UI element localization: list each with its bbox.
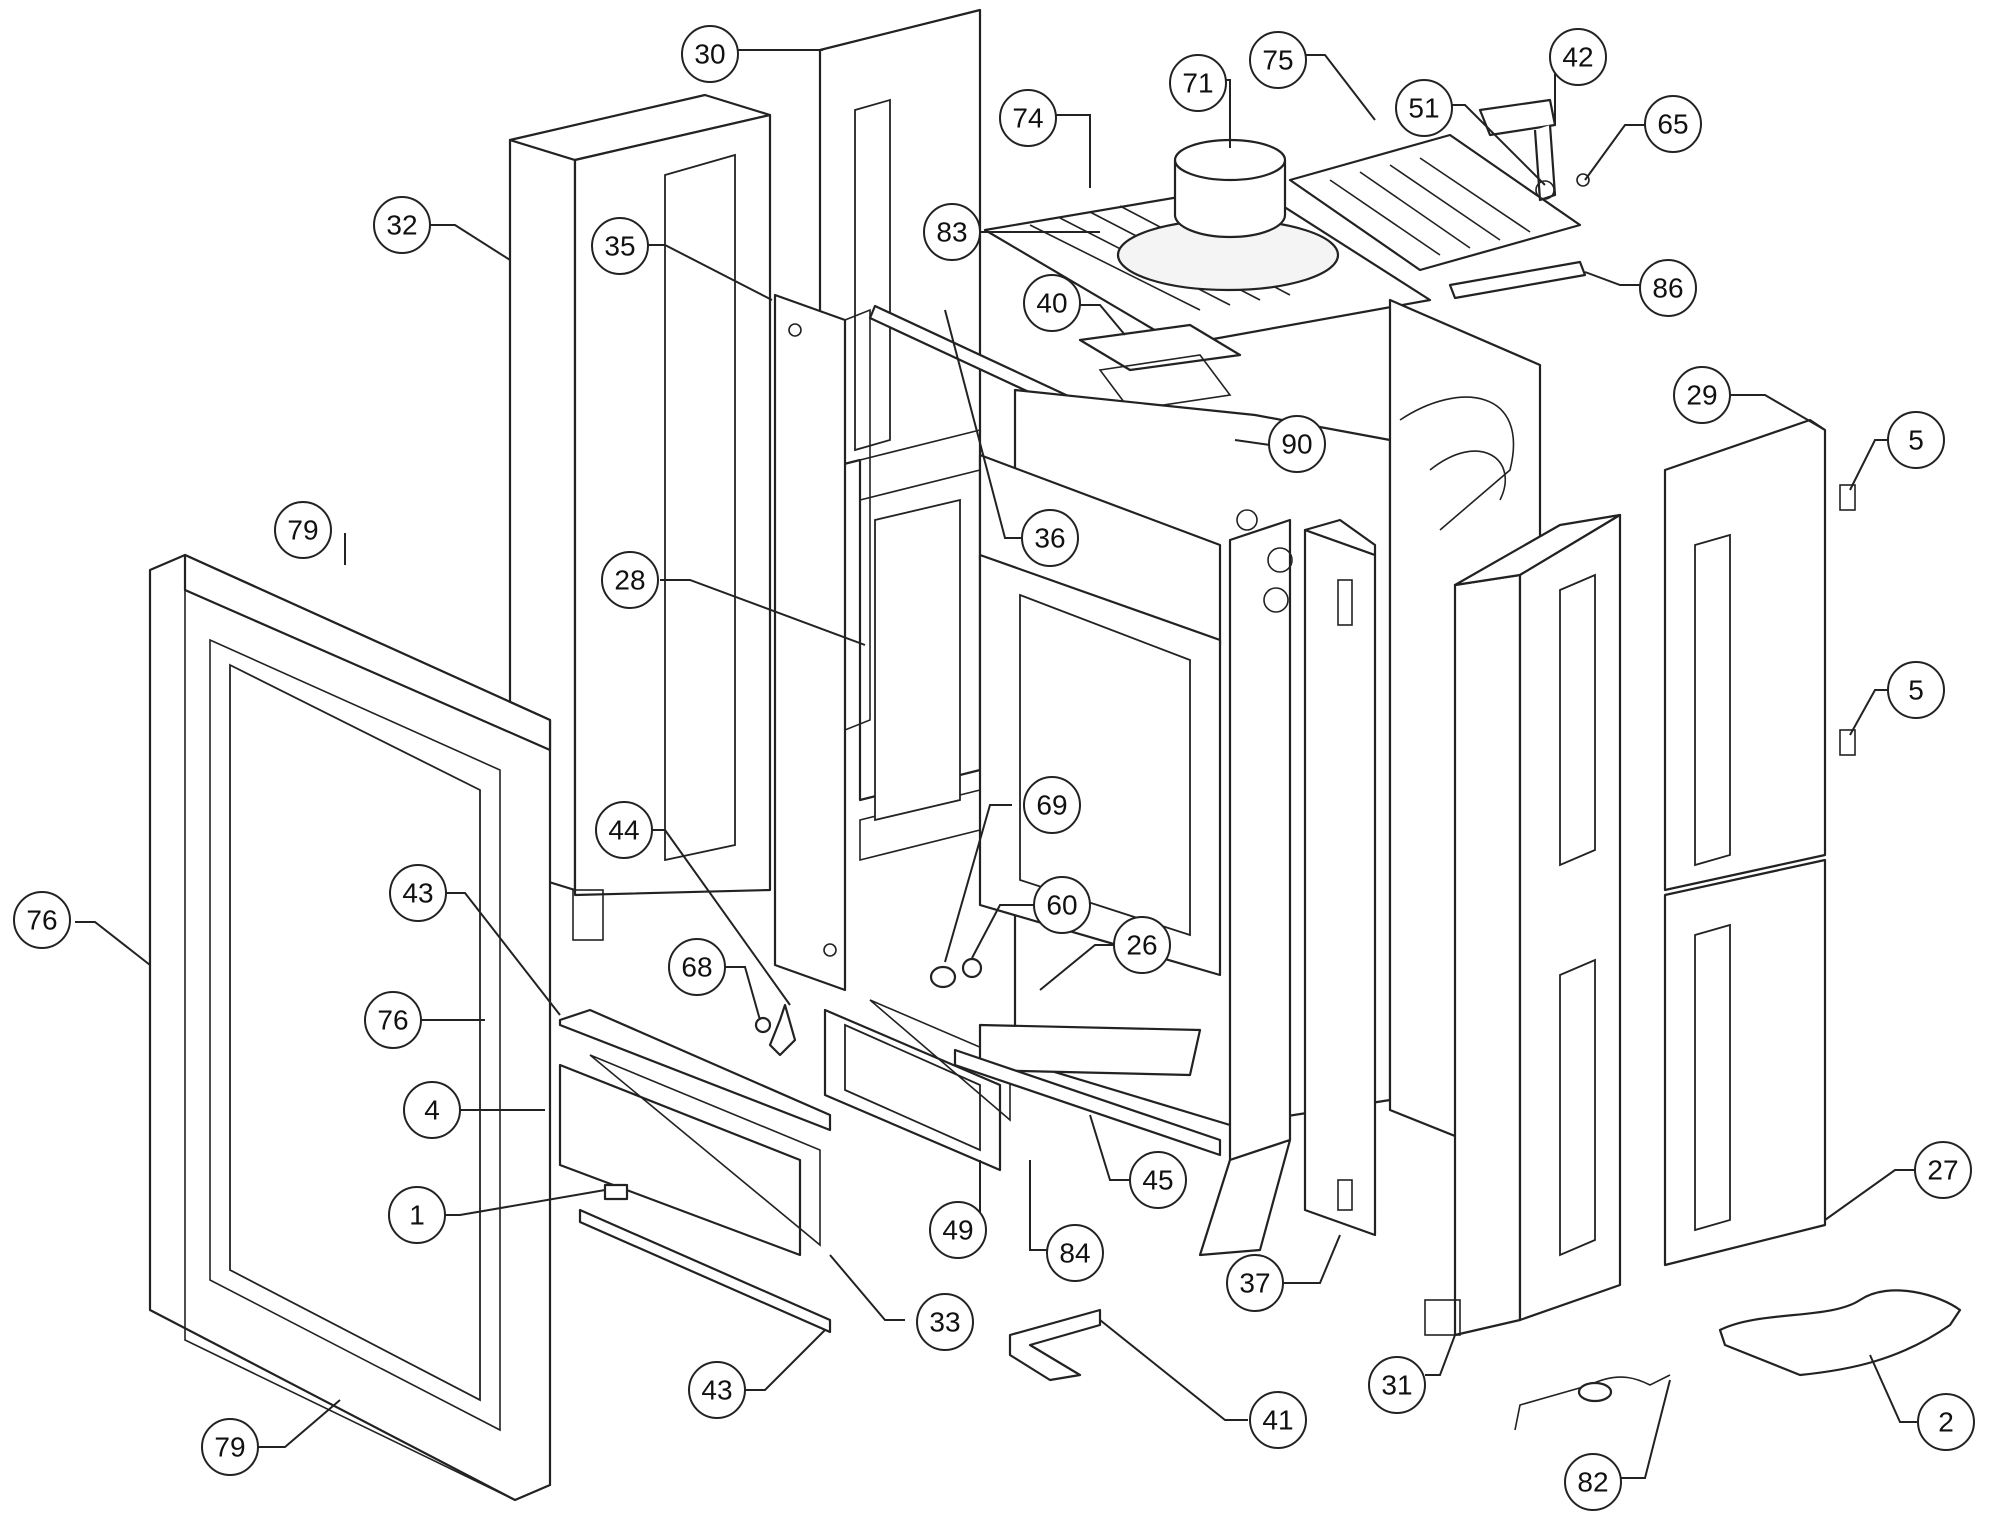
callout-label: 41 [1262,1405,1293,1436]
callout-label: 28 [614,565,645,596]
callout-label: 43 [402,878,433,909]
callout-36: 36 [1021,509,1079,567]
callout-69: 69 [1023,776,1081,834]
callout-label: 35 [604,231,635,262]
callout-33: 33 [916,1293,974,1351]
callout-label: 33 [929,1307,960,1338]
callout-label: 68 [681,952,712,983]
spring-tool [1514,1374,1671,1431]
callout-26: 26 [1113,916,1171,974]
callout-label: 5 [1908,675,1924,706]
callout-label: 45 [1142,1165,1173,1196]
callout-79-upper: 79 [274,501,332,559]
top-grille-assembly [983,98,1590,347]
callout-label: 32 [386,210,417,241]
callout-label: 30 [694,39,725,70]
callout-label: 60 [1046,890,1077,921]
callout-49: 49 [929,1201,987,1259]
callout-76-left: 76 [13,891,71,949]
callout-43-lower: 43 [688,1361,746,1419]
callout-51: 51 [1395,79,1453,137]
callout-29: 29 [1673,366,1731,424]
callout-4: 4 [403,1081,461,1139]
callout-2: 2 [1917,1393,1975,1451]
callout-60: 60 [1033,876,1091,934]
cover-cushion [1718,1289,1962,1377]
callout-label: 26 [1126,930,1157,961]
callout-74: 74 [999,89,1057,147]
callouts: 30 71 75 42 74 51 65 32 35 83 86 40 29 9… [13,25,1975,1511]
callout-label: 36 [1034,523,1065,554]
callout-86: 86 [1639,259,1697,317]
right-side-panel [1424,513,1622,1337]
callout-32: 32 [373,196,431,254]
callout-label: 79 [214,1432,245,1463]
callout-label: 76 [26,905,57,936]
stove-body [978,388,1392,1257]
callout-45: 45 [1129,1151,1187,1209]
side-inner-panel [773,293,871,992]
callout-31: 31 [1368,1356,1426,1414]
callout-label: 71 [1182,68,1213,99]
callout-label: 83 [936,217,967,248]
callout-label: 65 [1657,109,1688,140]
narrow-upright [1303,518,1377,1237]
callout-83: 83 [923,203,981,261]
callout-90: 90 [1268,415,1326,473]
callout-44: 44 [595,801,653,859]
callout-65: 65 [1644,95,1702,153]
callout-label: 27 [1927,1155,1958,1186]
callout-label: 74 [1012,103,1043,134]
callout-label: 86 [1652,273,1683,304]
callout-40: 40 [1023,274,1081,332]
front-door-frame [148,553,552,1502]
callout-42: 42 [1549,28,1607,86]
ash-drawer [823,999,1222,1172]
callout-label: 43 [701,1375,732,1406]
callout-label: 69 [1036,790,1067,821]
callout-label: 51 [1408,93,1439,124]
callout-82: 82 [1564,1453,1622,1511]
callout-label: 49 [942,1215,973,1246]
callout-label: 76 [377,1005,408,1036]
callout-label: 82 [1577,1467,1608,1498]
callout-5-lower: 5 [1887,661,1945,719]
callout-label: 42 [1562,42,1593,73]
callout-35: 35 [591,217,649,275]
callout-79-lower: 79 [201,1418,259,1476]
right-back-panels [1663,418,1856,1267]
callout-28: 28 [601,551,659,609]
callout-label: 5 [1908,425,1924,456]
ashpan-front-assembly [558,1008,832,1334]
callout-27: 27 [1914,1141,1972,1199]
callout-label: 44 [608,815,639,846]
callout-label: 4 [424,1095,440,1126]
callout-30: 30 [681,25,739,83]
callout-68: 68 [668,938,726,996]
callout-84: 84 [1046,1224,1104,1282]
callout-71: 71 [1169,54,1227,112]
callout-label: 29 [1686,380,1717,411]
callout-label: 84 [1059,1238,1090,1269]
callout-75: 75 [1249,31,1307,89]
callout-label: 1 [409,1200,425,1231]
callout-label: 31 [1381,1370,1412,1401]
callout-1: 1 [388,1186,446,1244]
left-side-panel [508,93,772,941]
callout-label: 90 [1281,429,1312,460]
callout-label: 37 [1239,1268,1270,1299]
callout-43-upper: 43 [389,864,447,922]
callout-label: 2 [1938,1407,1954,1438]
callout-label: 75 [1262,45,1293,76]
callout-37: 37 [1226,1254,1284,1312]
small-hardware [754,957,983,1057]
callout-5-upper: 5 [1887,411,1945,469]
serrated-bracket [1008,1308,1102,1382]
callout-76-right: 76 [364,991,422,1049]
callout-41: 41 [1249,1391,1307,1449]
callout-label: 79 [287,515,318,546]
callout-label: 40 [1036,288,1067,319]
